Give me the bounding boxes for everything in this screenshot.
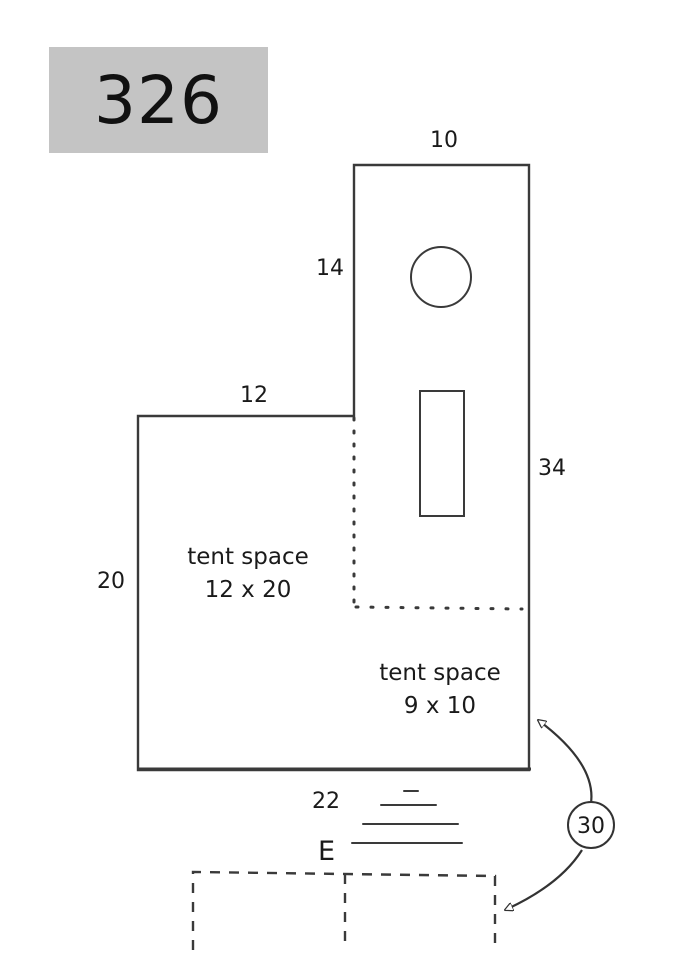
tent-space-large-size: 12 x 20 — [204, 577, 292, 603]
site-number: 326 — [94, 61, 223, 139]
site-number-badge: 326 — [49, 47, 268, 153]
tent-space-divider-horizontal — [354, 605, 524, 611]
tent-space-small-title: tent space — [379, 660, 501, 686]
dimension-top-width: 10 — [430, 128, 458, 153]
driveway-arrow-icon-lower — [505, 849, 583, 910]
tent-space-large-label: tent space 12 x 20 — [168, 541, 328, 607]
driveway-length-label: 30 — [577, 814, 605, 839]
dimension-upper-left-height: 14 — [316, 256, 344, 281]
fire-ring-icon — [410, 246, 472, 308]
tent-space-large-title: tent space — [187, 544, 309, 570]
dimension-bottom-width: 22 — [312, 789, 340, 814]
tent-space-small-label: tent space 9 x 10 — [360, 657, 520, 723]
dimension-right-height: 34 — [538, 456, 566, 481]
entrance-marker: E — [318, 836, 336, 867]
entrance-steps-icon — [351, 790, 463, 844]
dimension-ledge-width: 12 — [240, 383, 268, 408]
parking-pad-icon — [191, 870, 497, 950]
driveway-length-circle — [567, 801, 615, 849]
picnic-table-icon — [419, 390, 465, 517]
driveway-arrow-icon — [538, 720, 593, 816]
dimension-left-height: 20 — [97, 569, 125, 594]
tent-space-small-size: 9 x 10 — [403, 693, 477, 719]
